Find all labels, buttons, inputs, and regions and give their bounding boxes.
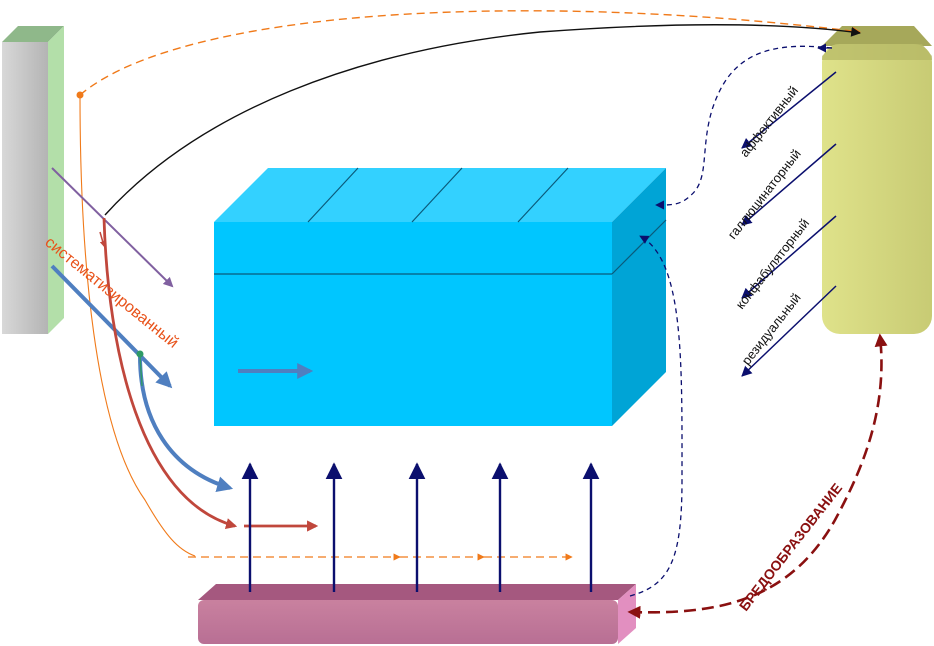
purple-arrow — [51, 167, 174, 288]
type-arrows — [741, 71, 837, 377]
upward-arrows — [241, 462, 600, 592]
central-block — [214, 167, 667, 426]
blue-arrow-to-block — [50, 264, 173, 389]
green-node — [136, 350, 144, 358]
left-source-bar — [2, 26, 64, 334]
red-curve-down — [102, 217, 238, 530]
right-types-bar — [822, 26, 932, 334]
black-curve-arrow — [104, 24, 861, 216]
dark-red-bidirectional-arrow — [627, 333, 888, 619]
navy-dashed-right-to-block — [655, 45, 833, 210]
label-delusion-formation: БРЕДООБРАЗОВАНИЕ — [736, 480, 845, 614]
bottom-bar — [198, 584, 636, 644]
orange-dashed-top-arrow — [79, 10, 861, 96]
orange-left-flow — [79, 94, 196, 557]
